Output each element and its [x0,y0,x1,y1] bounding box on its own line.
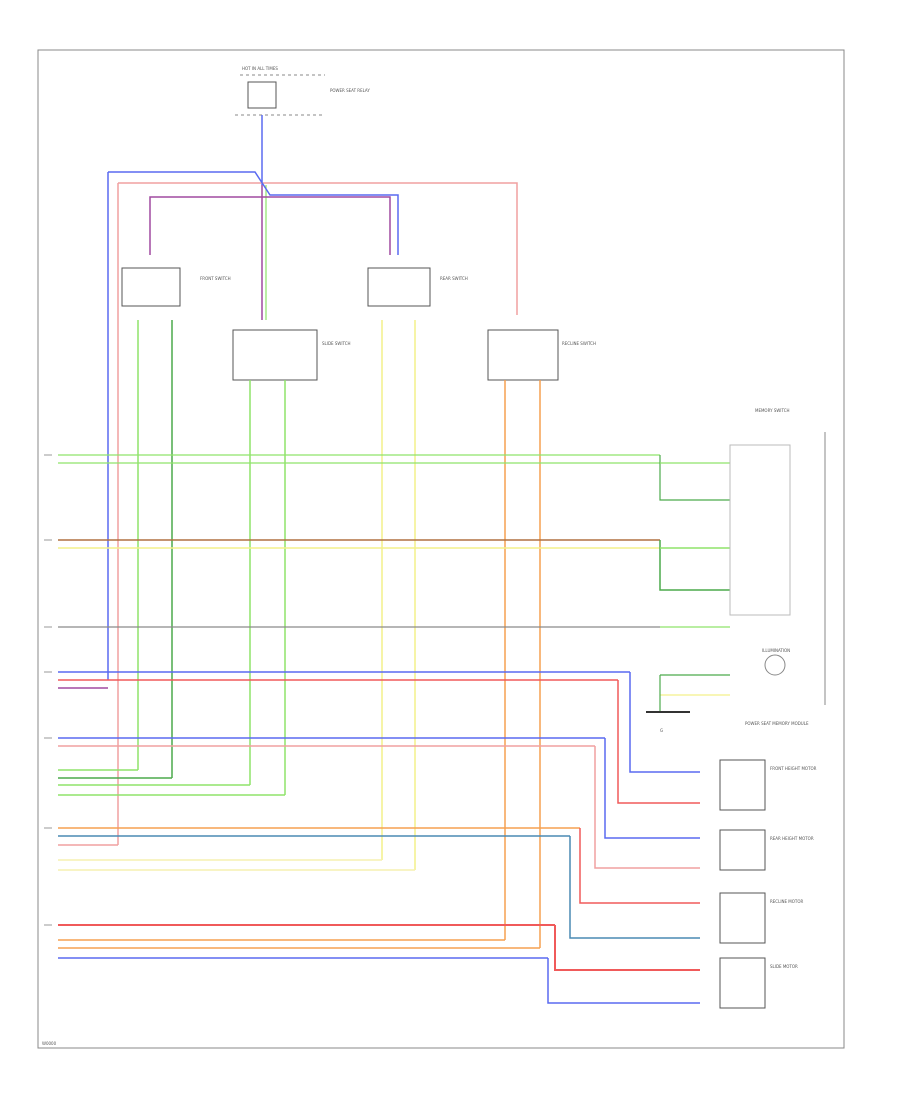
top-component-label: POWER SEAT RELAY [330,88,370,93]
recline-motor-box [719,892,766,944]
rear-motor-label: REAR HEIGHT MOTOR [770,836,814,841]
wire-m-rear-blue [604,738,700,839]
rear-motor-box [719,829,766,871]
top-fuse-label: HOT IN ALL TIMES [242,66,278,71]
memory-switch-label: MEMORY SWITCH [755,408,790,413]
recline-motor-label: RECLINE MOTOR [770,899,803,904]
illumination-lamp [764,654,786,676]
slide-switch-box [232,329,318,381]
wire-m-slide-blue [547,958,700,1004]
recline-switch-label: RECLINE SWITCH [562,341,596,346]
ground-label: G [660,728,663,733]
front-switch-box [121,267,181,307]
wire-bus-blue [108,171,399,255]
footer-code: W0000 [42,1041,57,1046]
rear-switch-box [367,267,431,307]
rear-switch-label: REAR SWITCH [440,276,468,281]
front-switch-label: FRONT SWITCH [200,276,231,281]
memory-switch-box [729,444,791,616]
wire-m-recline-orange [579,828,700,904]
front-motor-label: FRONT HEIGHT MOTOR [770,766,817,771]
slide-motor-label: SLIDE MOTOR [770,964,798,969]
wire-r-green-1 [659,455,730,501]
wire-m-rear-pink [594,746,700,869]
wire-m-slide-red [554,925,700,971]
wire-m-front-blue [629,672,700,773]
wire-bus-pink [118,182,518,315]
recline-switch-box [487,329,559,381]
front-motor-box [719,759,766,811]
wire-m-front-red [617,680,700,804]
module-title: POWER SEAT MEMORY MODULE [745,721,809,726]
wire-bus-purple [149,196,391,255]
illumination-label: ILLUMINATION [762,648,790,653]
wire-m-recline-steel [569,836,700,939]
pin-markers [44,454,52,926]
diagram-frame [37,49,845,1049]
slide-motor-box [719,957,766,1009]
top-relay-box [247,81,277,109]
wire-r-brown [659,540,730,591]
slide-switch-label: SLIDE SWITCH [322,341,351,346]
